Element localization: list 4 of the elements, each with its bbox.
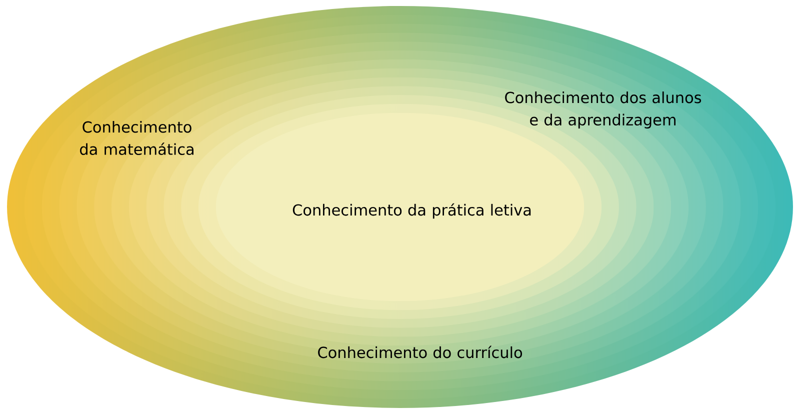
region-label: Conhecimento dos alunos e da aprendizagem <box>505 91 702 128</box>
center-label: Conhecimento da prática letiva <box>292 203 531 219</box>
region-label: Conhecimento da matemática <box>80 120 194 156</box>
region-label: Conhecimento do currículo <box>318 346 522 358</box>
